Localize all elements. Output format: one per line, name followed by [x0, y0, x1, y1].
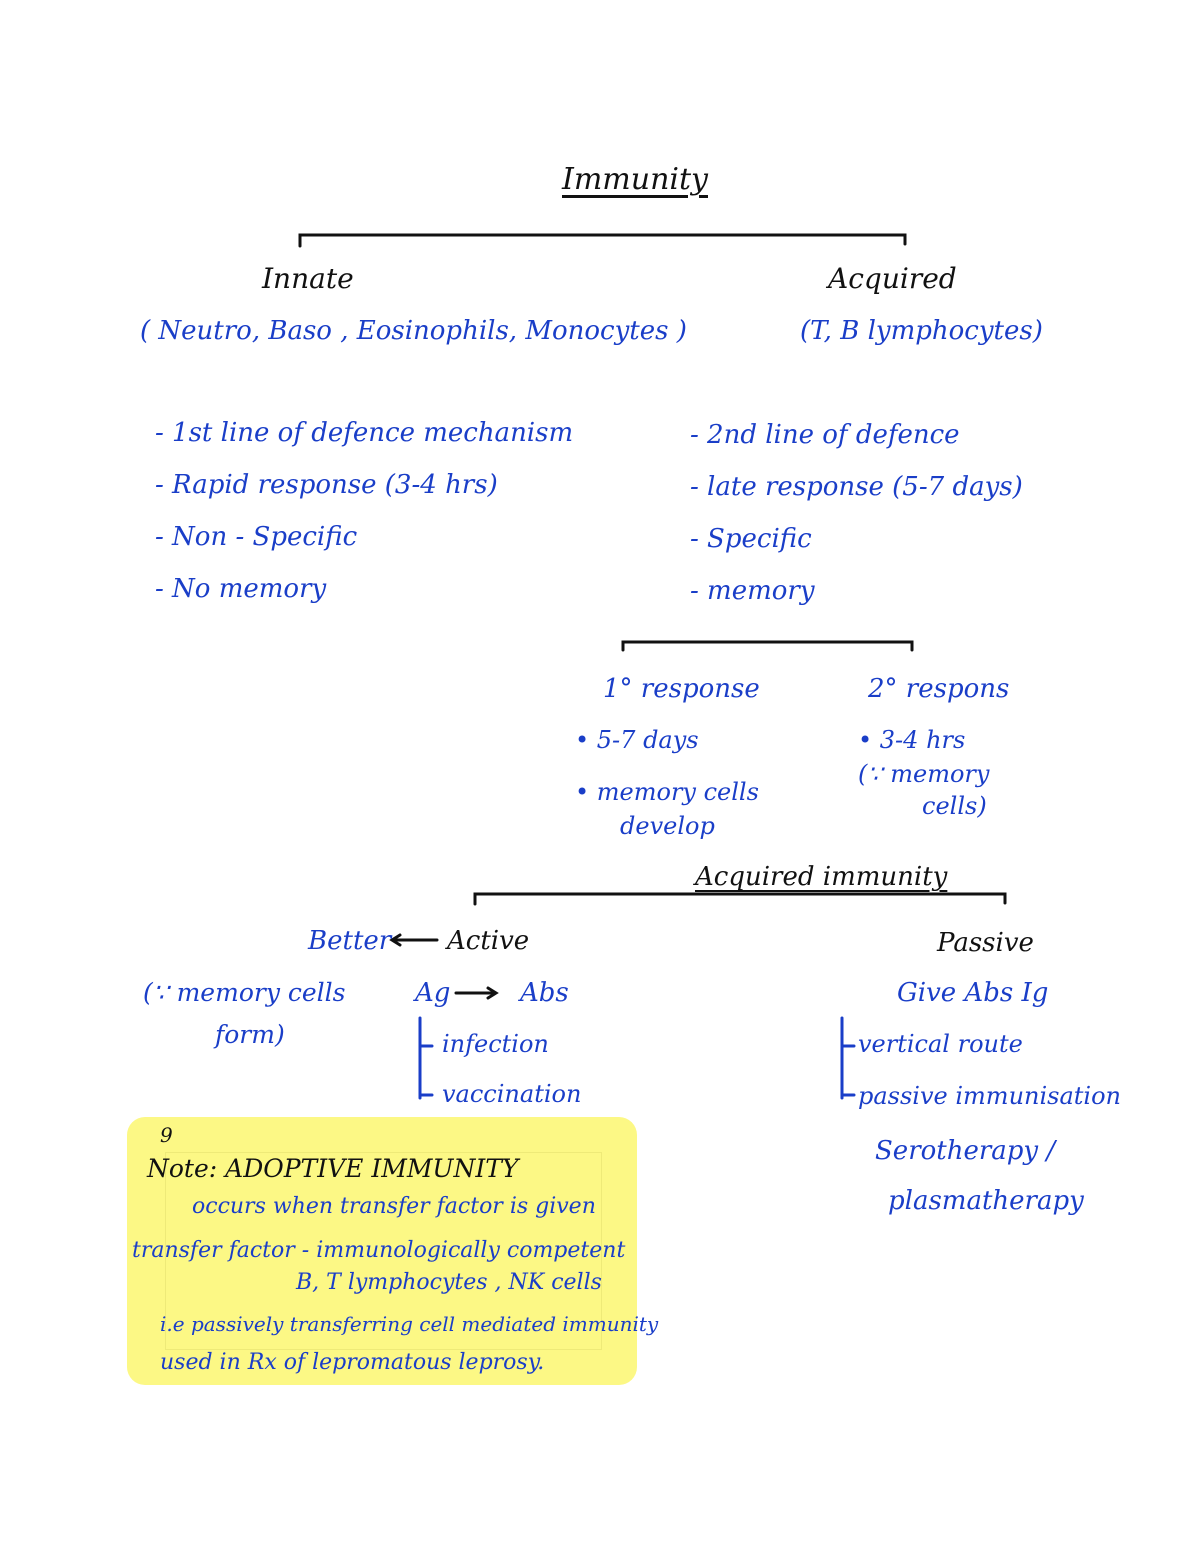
passive-route: vertical route — [858, 1030, 1023, 1058]
acquired-point: - memory — [690, 576, 815, 606]
note-line: transfer factor - immunologically compet… — [132, 1238, 626, 1263]
innate-point: - No memory — [155, 574, 327, 604]
note-line: occurs when transfer factor is given — [192, 1194, 596, 1219]
acquired-point: - late response (5-7 days) — [690, 472, 1023, 502]
note-title: Note: ADOPTIVE IMMUNITY — [147, 1154, 519, 1183]
secondary-response-point: • 3-4 hrs — [858, 726, 966, 754]
primary-response-point: develop — [620, 812, 715, 840]
note-inner-frame — [165, 1152, 602, 1350]
primary-response-heading: 1° response — [603, 674, 760, 704]
secondary-response-point: (∵ memory — [858, 760, 990, 788]
active-reason: (∵ memory cells — [143, 978, 346, 1007]
acquired-immunity-branch-line — [473, 892, 1007, 906]
secondary-response-point: cells) — [922, 792, 987, 820]
acquired-cells: (T, B lymphocytes) — [800, 316, 1043, 346]
note-box — [127, 1117, 637, 1385]
primary-response-point: • memory cells — [575, 778, 759, 806]
active-routes-bracket — [418, 1016, 434, 1100]
innate-cells: ( Neutro, Baso , Eosinophils, Monocytes … — [140, 316, 687, 346]
primary-response-point: • 5-7 days — [575, 726, 699, 754]
passive-route: passive immunisation — [858, 1082, 1122, 1110]
innate-point: - Rapid response (3-4 hrs) — [155, 470, 498, 500]
immunity-branch-line — [298, 233, 907, 248]
note-line: B, T lymphocytes , NK cells — [296, 1270, 602, 1295]
innate-heading: Innate — [262, 262, 354, 295]
acquired-point: - 2nd line of defence — [690, 420, 960, 450]
passive-routes-bracket — [840, 1016, 856, 1100]
abs-label: Abs — [520, 978, 569, 1008]
acquired-heading: Acquired — [828, 262, 957, 295]
response-branch-line — [621, 640, 914, 652]
passive-therapy: Serotherapy / — [875, 1136, 1056, 1166]
acquired-immunity-heading: Acquired immunity — [695, 862, 948, 892]
passive-label: Passive — [937, 928, 1034, 958]
active-reason: form) — [215, 1020, 285, 1049]
better-arrow — [389, 933, 439, 947]
note-line: used in Rx of lepromatous leprosy. — [160, 1350, 545, 1375]
secondary-response-heading: 2° respons — [868, 674, 1010, 704]
innate-point: - 1st line of defence mechanism — [155, 418, 574, 448]
note-line: i.e passively transferring cell mediated… — [160, 1312, 659, 1336]
better-label: Better — [308, 926, 392, 956]
active-label: Active — [447, 926, 530, 956]
passive-give: Give Abs Ig — [897, 978, 1049, 1008]
acquired-point: - Specific — [690, 524, 812, 554]
active-route: vaccination — [442, 1080, 582, 1108]
passive-therapy: plasmatherapy — [888, 1186, 1084, 1216]
innate-point: - Non - Specific — [155, 522, 358, 552]
note-page-mark: 9 — [160, 1123, 173, 1147]
ag-abs-arrow — [454, 986, 499, 1000]
active-route: infection — [442, 1030, 549, 1058]
page-title: Immunity — [562, 162, 708, 197]
ag-label: Ag — [415, 978, 451, 1008]
